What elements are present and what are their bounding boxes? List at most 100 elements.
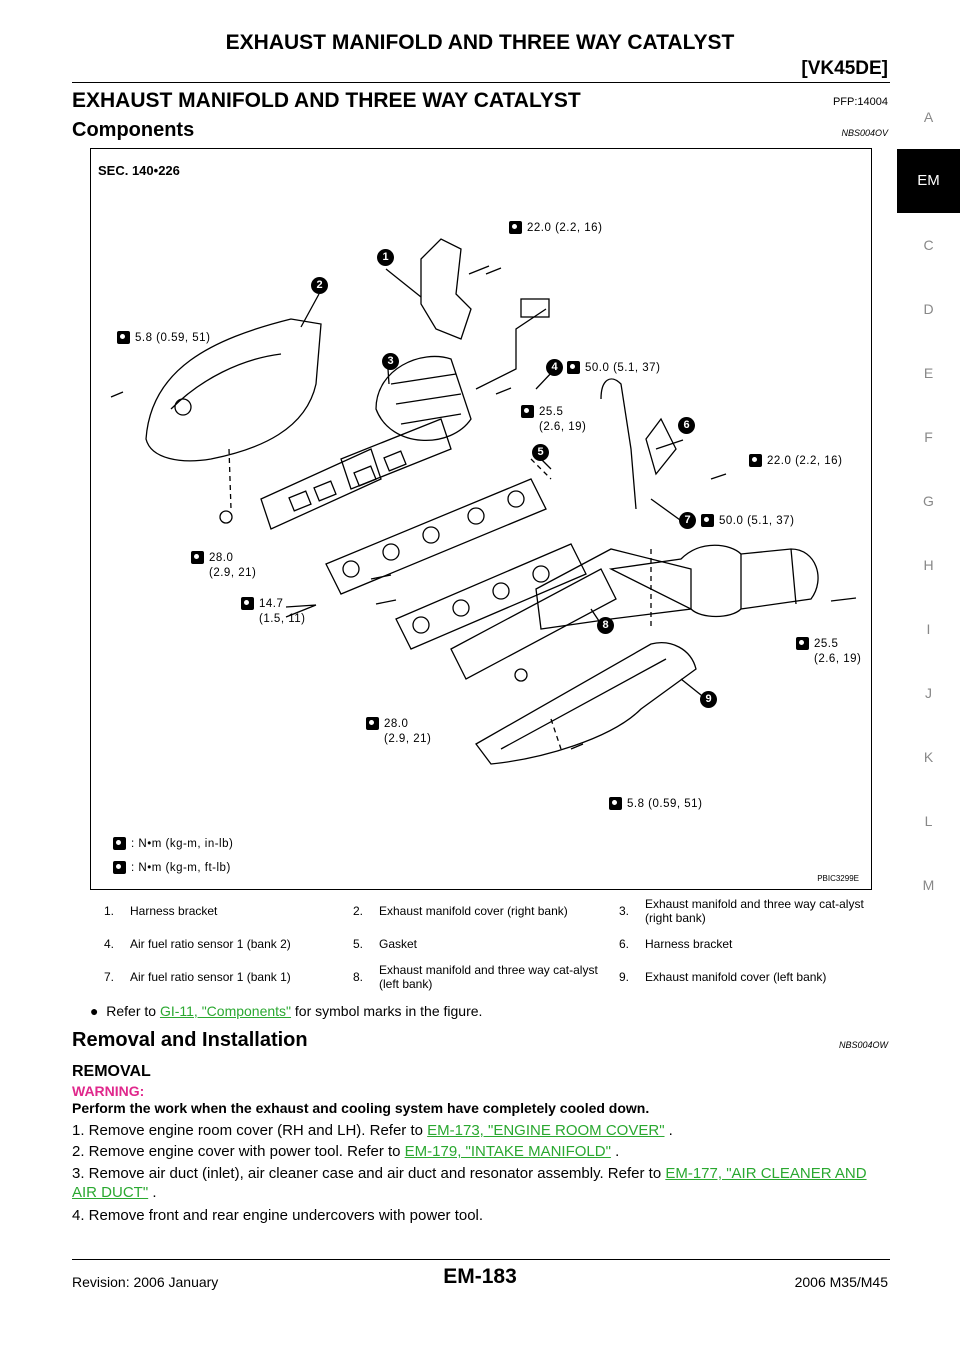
tab-c[interactable]: C: [923, 237, 934, 253]
tab-l[interactable]: L: [924, 813, 933, 829]
torque-label: 50.0 (5.1, 37): [567, 361, 660, 376]
callout-1: 1: [377, 249, 394, 266]
tab-f[interactable]: F: [924, 429, 933, 445]
torque-label: 5.8 (0.59, 51): [117, 331, 210, 346]
components-code: NBS004OV: [841, 128, 888, 138]
part-number: 6.: [619, 937, 630, 951]
legend-in-lb: : N•m (kg-m, in-lb): [113, 837, 233, 852]
tab-i[interactable]: I: [926, 621, 931, 637]
table-row: 1. Harness bracket 2. Exhaust manifold c…: [100, 894, 890, 928]
part-number: 2.: [353, 904, 364, 918]
tab-h[interactable]: H: [923, 557, 934, 573]
wrench-icon: [521, 405, 534, 419]
model: 2006 M35/M45: [794, 1274, 888, 1290]
part-number: 7.: [104, 970, 115, 984]
torque-label: 25.5(2.6, 19): [521, 405, 586, 435]
part-name: Gasket: [379, 937, 418, 951]
table-row: 4. Air fuel ratio sensor 1 (bank 2) 5. G…: [100, 928, 890, 960]
wrench-icon: [567, 361, 580, 375]
part-name: Exhaust manifold and three way cat-alyst…: [645, 897, 864, 925]
tab-j[interactable]: J: [925, 685, 932, 701]
wrench-icon: [366, 717, 379, 731]
tab-a[interactable]: A: [923, 109, 934, 125]
pfp-code: PFP:14004: [832, 96, 888, 108]
part-drawing: [110, 238, 857, 765]
section-title: EXHAUST MANIFOLD AND THREE WAY CATALYST: [72, 89, 581, 112]
step-4: 4. Remove front and rear engine undercov…: [72, 1207, 484, 1224]
callout-5: 5: [532, 444, 549, 461]
symbol-note: ● Refer to GI-11, "Components" for symbo…: [90, 1003, 483, 1019]
header-rule: [72, 82, 890, 83]
removal-installation-code: NBS004OW: [838, 1040, 888, 1050]
wrench-icon: [113, 837, 126, 851]
legend-ft-lb: : N•m (kg-m, ft-lb): [113, 861, 231, 876]
torque-label: 28.0(2.9, 21): [366, 717, 431, 747]
components-link[interactable]: GI-11, "Components": [159, 1003, 292, 1019]
wrench-icon: [191, 551, 204, 565]
footer-rule: [72, 1259, 890, 1260]
part-name: Harness bracket: [130, 904, 218, 918]
torque-label: 22.0 (2.2, 16): [749, 454, 842, 469]
revision: Revision: 2006 January: [72, 1274, 219, 1290]
callout-6: 6: [678, 417, 695, 434]
bullet-icon: ●: [90, 1003, 107, 1019]
callout-7: 7: [679, 512, 696, 529]
engine-room-cover-link[interactable]: EM-173, "ENGINE ROOM COVER": [427, 1122, 665, 1139]
air-cleaner-link[interactable]: EM-177, "AIR CLEANER AND AIR DUCT": [72, 1165, 867, 1201]
tab-m[interactable]: M: [922, 877, 935, 893]
part-name: Exhaust manifold cover (right bank): [379, 904, 568, 918]
tab-e[interactable]: E: [923, 365, 934, 381]
tab-em[interactable]: EM: [897, 149, 960, 213]
running-header-engine: [VK45DE]: [801, 58, 888, 79]
step-3: 3. Remove air duct (inlet), air cleaner …: [72, 1165, 867, 1201]
removal-installation-heading: Removal and Installation: [72, 1029, 308, 1051]
removal-heading: REMOVAL: [72, 1063, 151, 1080]
torque-label: 50.0 (5.1, 37): [701, 514, 794, 529]
intake-manifold-link[interactable]: EM-179, "INTAKE MANIFOLD": [404, 1143, 611, 1160]
parts-table: 1. Harness bracket 2. Exhaust manifold c…: [100, 894, 890, 994]
part-number: 4.: [104, 937, 115, 951]
torque-label: 22.0 (2.2, 16): [509, 221, 602, 236]
wrench-icon: [113, 861, 126, 875]
torque-label: 28.0(2.9, 21): [191, 551, 256, 581]
step-2: 2. Remove engine cover with power tool. …: [72, 1143, 620, 1160]
section-tabs: A EM C D E F G H I J K L M: [897, 85, 960, 917]
callout-2: 2: [311, 277, 328, 294]
torque-label: 25.5(2.6, 19): [796, 637, 861, 667]
part-number: 9.: [619, 970, 630, 984]
part-number: 5.: [353, 937, 364, 951]
wrench-icon: [796, 637, 809, 651]
components-heading: Components: [72, 119, 195, 141]
torque-label: 5.8 (0.59, 51): [609, 797, 702, 812]
step-1: 1. Remove engine room cover (RH and LH).…: [72, 1122, 673, 1139]
running-header-title: EXHAUST MANIFOLD AND THREE WAY CATALYST: [225, 31, 735, 54]
warning-text: Perform the work when the exhaust and co…: [72, 1100, 650, 1116]
torque-label: 14.7(1.5, 11): [241, 597, 305, 627]
exploded-diagram: SEC. 140•226: [90, 148, 872, 890]
wrench-icon: [609, 797, 622, 811]
callout-4: 4: [546, 359, 563, 376]
tab-k[interactable]: K: [923, 749, 934, 765]
section-number: SEC. 140•226: [98, 163, 180, 178]
part-name: Exhaust manifold and three way cat-alyst…: [379, 963, 598, 991]
callout-3: 3: [382, 353, 399, 370]
table-row: 7. Air fuel ratio sensor 1 (bank 1) 8. E…: [100, 960, 890, 994]
part-number: 8.: [353, 970, 364, 984]
figure-id: PBIC3299E: [817, 874, 859, 883]
wrench-icon: [509, 221, 522, 235]
page-number: EM-183: [443, 1265, 517, 1288]
part-number: 1.: [104, 904, 115, 918]
part-name: Harness bracket: [645, 937, 733, 951]
callout-8: 8: [597, 617, 614, 634]
part-name: Exhaust manifold cover (left bank): [645, 970, 827, 984]
wrench-icon: [701, 514, 714, 528]
wrench-icon: [117, 331, 130, 345]
warning-label: WARNING:: [72, 1083, 145, 1099]
wrench-icon: [241, 597, 254, 611]
wrench-icon: [749, 454, 762, 468]
tab-d[interactable]: D: [923, 301, 934, 317]
part-number: 3.: [619, 904, 630, 918]
part-name: Air fuel ratio sensor 1 (bank 1): [130, 970, 291, 984]
tab-g[interactable]: G: [923, 493, 934, 509]
part-name: Air fuel ratio sensor 1 (bank 2): [130, 937, 291, 951]
